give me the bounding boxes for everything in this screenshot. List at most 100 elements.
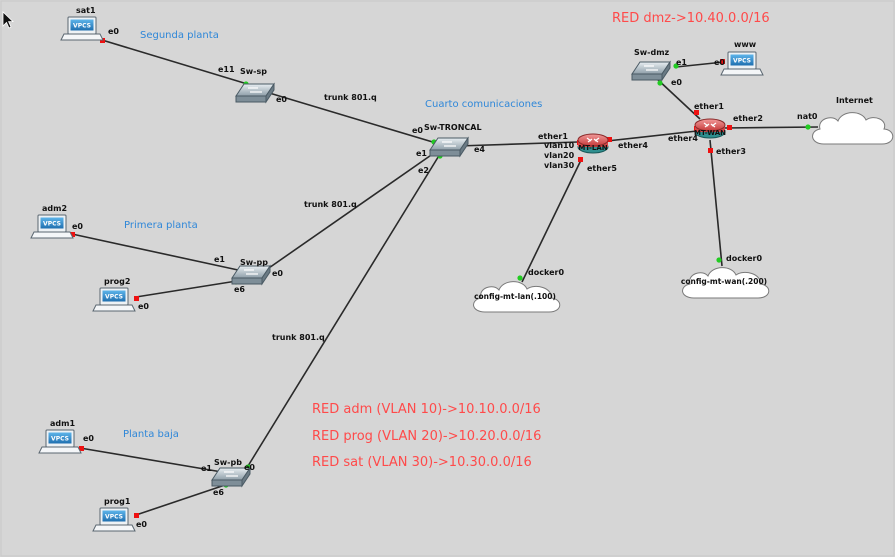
area-label-cuarto-comunicaciones: Cuarto comunicaciones <box>425 99 542 110</box>
port-label: e2 <box>418 166 429 175</box>
port-label: ether4 <box>618 141 648 150</box>
port-label: e0 <box>138 302 149 311</box>
node-label-internet: Internet <box>836 96 873 105</box>
router-mt-lan[interactable]: MT-LAN <box>577 133 609 154</box>
port-label: docker0 <box>726 254 762 263</box>
vpcs-adm1[interactable]: VPCS <box>38 429 82 454</box>
switch-sw-dmz[interactable] <box>631 60 671 82</box>
vpcs-badge: VPCS <box>105 294 123 301</box>
router-label-mt-wan: MT-WAN <box>694 129 726 137</box>
port-label: ether2 <box>733 114 763 123</box>
trunk-label-sp: trunk 801.q <box>324 93 377 102</box>
trunk-label-pb: trunk 801.q <box>272 333 325 342</box>
switch-sw-sp[interactable] <box>235 82 275 104</box>
vpcs-badge: VPCS <box>43 221 61 228</box>
link-sat1-swsp[interactable] <box>101 39 245 84</box>
port-label: ether1 <box>538 132 568 141</box>
switch-sw-troncal[interactable] <box>429 136 469 158</box>
link-mtlan-mtwan[interactable] <box>606 130 698 142</box>
port-label: e1 <box>214 255 225 264</box>
port-label: e0 <box>276 95 287 104</box>
node-label-sw-troncal: Sw-TRONCAL <box>424 123 482 132</box>
node-label-prog2: prog2 <box>104 277 130 286</box>
trunk-label-pp: trunk 801.q <box>304 200 357 209</box>
link-swdmz-www[interactable] <box>675 61 725 68</box>
port-label: ether5 <box>587 164 617 173</box>
node-label-sw-pp: Sw-pp <box>240 258 268 267</box>
node-label-sw-sp: Sw-sp <box>240 67 267 76</box>
network-label-sat: RED sat (VLAN 30)->10.30.0.0/16 <box>312 455 532 470</box>
link-mtwan-configwan[interactable] <box>709 139 723 267</box>
cloud-internet[interactable] <box>812 112 894 145</box>
link-mtlan-configlan[interactable] <box>521 157 583 283</box>
port-label: e1 <box>201 464 212 473</box>
link-adm2-swpp[interactable] <box>71 233 239 271</box>
cloud-label-config-mt-wan: config-mt-wan(.200) <box>681 277 767 286</box>
network-label-adm: RED adm (VLAN 10)->10.10.0.0/16 <box>312 402 541 417</box>
link-swsp-troncal[interactable] <box>265 91 437 144</box>
node-label-prog1: prog1 <box>104 497 131 506</box>
port-label: e0 <box>244 463 255 472</box>
port-label: vlan10 <box>544 141 575 150</box>
node-label-adm1: adm1 <box>50 419 75 428</box>
port-label: e6 <box>234 285 245 294</box>
port-label: e0 <box>83 434 94 443</box>
port-label: e0 <box>412 126 423 135</box>
port-label: nat0 <box>797 112 818 121</box>
node-label-sw-dmz: Sw-dmz <box>634 48 670 57</box>
port-label: ether1 <box>694 102 724 111</box>
vpcs-adm2[interactable]: VPCS <box>30 214 74 239</box>
link-troncal-mtlan[interactable] <box>457 141 579 147</box>
node-label-adm2: adm2 <box>42 204 67 213</box>
vpcs-badge: VPCS <box>733 58 751 65</box>
link-mtwan-internet[interactable] <box>723 126 819 129</box>
network-label-prog: RED prog (VLAN 20)->10.20.0.0/16 <box>312 429 541 444</box>
port-label: docker0 <box>528 268 564 277</box>
vpcs-www[interactable]: VPCS <box>720 51 764 76</box>
link-prog1-swpb[interactable] <box>135 483 229 516</box>
area-label-planta-baja: Planta baja <box>123 429 179 440</box>
mouse-cursor-icon <box>2 11 14 29</box>
link-swpp-troncal[interactable] <box>265 150 438 271</box>
port-labels: e0 e11 e0 e0 e1 e2 e4 e0 e1 e0 e6 e0 e0 … <box>72 27 818 529</box>
vpcs-prog2[interactable]: VPCS <box>92 287 136 312</box>
port-label: ether4 <box>668 134 698 143</box>
port-label: e0 <box>714 58 725 67</box>
port-label: e1 <box>676 58 687 67</box>
switch-sw-pb[interactable] <box>211 466 251 488</box>
link-adm1-swpb[interactable] <box>79 447 223 473</box>
vpcs-badge: VPCS <box>73 23 91 30</box>
area-label-segunda-planta: Segunda planta <box>140 30 219 41</box>
port-label: vlan20 <box>544 151 575 160</box>
cloud-config-mt-wan[interactable]: config-mt-wan(.200) <box>681 267 770 299</box>
switch-sw-pp[interactable] <box>231 264 271 286</box>
cloud-label-config-mt-lan: config-mt-lan(.100) <box>474 292 556 301</box>
vpcs-prog1[interactable]: VPCS <box>92 507 136 532</box>
port-label: e1 <box>416 149 427 158</box>
port-label: e0 <box>136 520 147 529</box>
link-swdmz-mtwan[interactable] <box>655 77 701 120</box>
links <box>71 39 819 516</box>
vpcs-badge: VPCS <box>51 436 69 443</box>
node-label-sw-pb: Sw-pb <box>214 458 242 467</box>
network-label-dmz: RED dmz->10.40.0.0/16 <box>612 11 770 26</box>
link-prog2-swpp[interactable] <box>135 279 244 298</box>
area-label-primera-planta: Primera planta <box>124 220 198 231</box>
vpcs-badge: VPCS <box>105 514 123 521</box>
port-label: e4 <box>474 145 485 154</box>
router-mt-wan[interactable]: MT-WAN <box>694 118 726 139</box>
port-label: e0 <box>72 222 83 231</box>
port-label: ether3 <box>716 147 746 156</box>
link-swpb-troncal[interactable] <box>247 153 441 467</box>
router-label-mt-lan: MT-LAN <box>578 144 607 152</box>
port-label: e11 <box>218 65 235 74</box>
cloud-config-mt-lan[interactable]: config-mt-lan(.100) <box>473 281 561 313</box>
port-label: e0 <box>671 78 682 87</box>
port-label: e0 <box>272 269 283 278</box>
port-label: vlan30 <box>544 161 575 170</box>
vpcs-sat1[interactable]: VPCS <box>60 16 104 41</box>
port-label: e6 <box>213 488 224 497</box>
port-label: e0 <box>108 27 119 36</box>
node-label-www: www <box>734 40 757 49</box>
